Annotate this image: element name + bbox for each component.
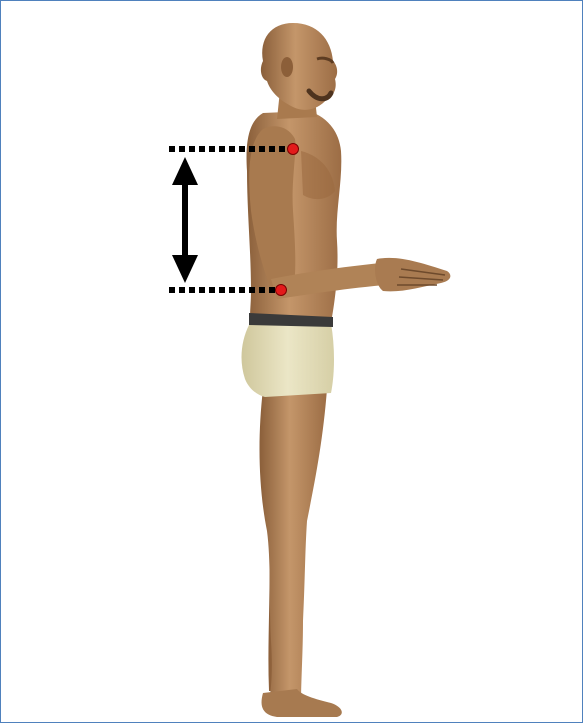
elbow-point: [276, 285, 287, 296]
foot: [262, 689, 342, 717]
double-arrow-icon: [172, 157, 198, 283]
ear: [281, 57, 293, 77]
shorts: [242, 323, 334, 397]
shoulder-point: [288, 144, 299, 155]
